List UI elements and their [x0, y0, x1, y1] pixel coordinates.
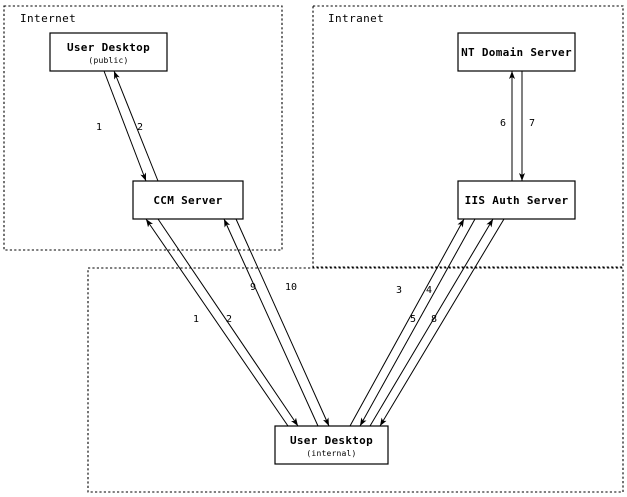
connector-edge-5	[369, 218, 494, 427]
zone-boundary-internet	[3, 5, 283, 251]
connector-label-edge-3: 3	[396, 285, 402, 296]
zone-intranet: Intranet	[312, 5, 624, 268]
connector-edge-9	[223, 218, 319, 427]
connector-edge-8	[379, 218, 505, 427]
node-title-user-desktop-public: User Desktop	[67, 41, 150, 54]
zone-boundary-intranet	[312, 5, 624, 268]
connector-edge-1-internal	[145, 218, 289, 427]
connector-label-edge-7: 7	[529, 118, 535, 129]
node-title-nt-domain-server: NT Domain Server	[461, 46, 572, 59]
zone-internal	[87, 267, 624, 493]
node-nt-domain-server: NT Domain Server	[457, 32, 576, 72]
zone-boundary-internal	[87, 267, 624, 493]
nodes-layer: User Desktop (public) CCM Server NT Domain …	[49, 32, 576, 465]
connector-label-edge-2-internal: 2	[226, 314, 232, 325]
node-subtitle-user-desktop-public: (public)	[88, 56, 128, 65]
node-subtitle-user-desktop-internal: (internal)	[306, 449, 356, 458]
connector-edge-2-internal	[157, 218, 299, 427]
zone-label-intranet: Intranet	[328, 12, 384, 25]
connector-label-edge-2-public: 2	[137, 122, 143, 133]
connector-edge-1-public	[103, 70, 147, 182]
connector-label-edge-10: 10	[285, 282, 297, 293]
connector-edge-3	[349, 218, 465, 427]
node-ccm-server: CCM Server	[132, 180, 244, 220]
connector-label-edge-5: 5	[410, 314, 416, 325]
connector-label-edge-4: 4	[426, 285, 432, 296]
node-title-user-desktop-internal: User Desktop	[290, 434, 373, 447]
edge-labels-layer: 1 2 1 2 9 10 3 4 5 8 6 7	[96, 118, 535, 325]
node-box-user-desktop-internal	[274, 425, 389, 465]
node-box-nt-domain-server	[457, 32, 576, 72]
connector-edge-2-public	[113, 70, 159, 182]
connector-edge-4	[359, 218, 476, 427]
connector-label-edge-6: 6	[500, 118, 506, 129]
node-user-desktop-public: User Desktop (public)	[49, 32, 168, 72]
connector-label-edge-8: 8	[431, 314, 437, 325]
zone-internet: Internet	[3, 5, 283, 251]
node-box-ccm-server	[132, 180, 244, 220]
node-box-iis-auth-server	[457, 180, 576, 220]
node-title-iis-auth-server: IIS Auth Server	[465, 194, 569, 207]
node-iis-auth-server: IIS Auth Server	[457, 180, 576, 220]
zones-layer: Internet Intranet	[3, 5, 624, 493]
connector-label-edge-1-public: 1	[96, 122, 102, 133]
edges-layer	[103, 70, 525, 427]
connector-label-edge-9: 9	[250, 282, 256, 293]
connector-label-edge-1-internal: 1	[193, 314, 199, 325]
node-user-desktop-internal: User Desktop (internal)	[274, 425, 389, 465]
node-title-ccm-server: CCM Server	[153, 194, 222, 207]
zone-label-internet: Internet	[20, 12, 76, 25]
node-box-user-desktop-public	[49, 32, 168, 72]
connector-edge-10	[235, 218, 330, 427]
